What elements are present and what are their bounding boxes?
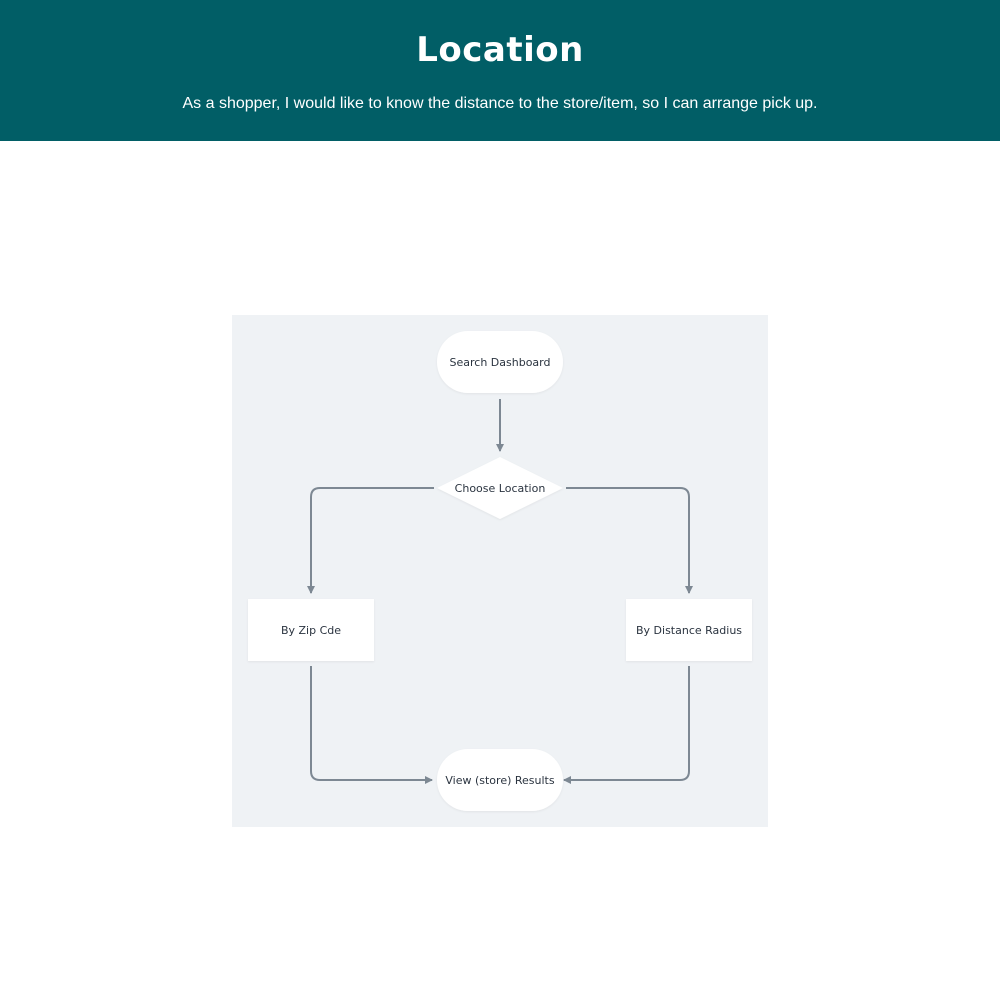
connector-left-to-end bbox=[310, 666, 433, 784]
connector-right-to-end bbox=[563, 666, 690, 784]
node-search-dashboard: Search Dashboard bbox=[437, 331, 563, 393]
connector-decision-to-left bbox=[307, 487, 434, 594]
node-shape-decision bbox=[437, 457, 563, 519]
flowchart-canvas: Search Dashboard Choose Location By Zip … bbox=[248, 331, 752, 811]
node-shape-right bbox=[626, 599, 752, 661]
node-shape-start bbox=[437, 331, 563, 393]
node-by-distance-radius: By Distance Radius bbox=[626, 599, 752, 661]
node-label-right: By Distance Radius bbox=[636, 624, 742, 637]
connector-decision-to-right bbox=[566, 487, 693, 594]
page-header: Location As a shopper, I would like to k… bbox=[0, 0, 1000, 141]
node-label-end: View (store) Results bbox=[445, 774, 554, 787]
node-shape-left bbox=[248, 599, 374, 661]
node-label-start: Search Dashboard bbox=[450, 356, 551, 369]
node-label-decision: Choose Location bbox=[455, 482, 546, 495]
node-shape-end bbox=[437, 749, 563, 811]
node-view-results: View (store) Results bbox=[437, 749, 563, 811]
node-label-left: By Zip Cde bbox=[281, 624, 341, 637]
page-title: Location bbox=[416, 30, 584, 70]
node-by-zip-code: By Zip Cde bbox=[248, 599, 374, 661]
user-story-text: As a shopper, I would like to know the d… bbox=[182, 95, 818, 112]
node-choose-location: Choose Location bbox=[437, 457, 563, 519]
flowchart: Search Dashboard Choose Location By Zip … bbox=[232, 315, 768, 827]
